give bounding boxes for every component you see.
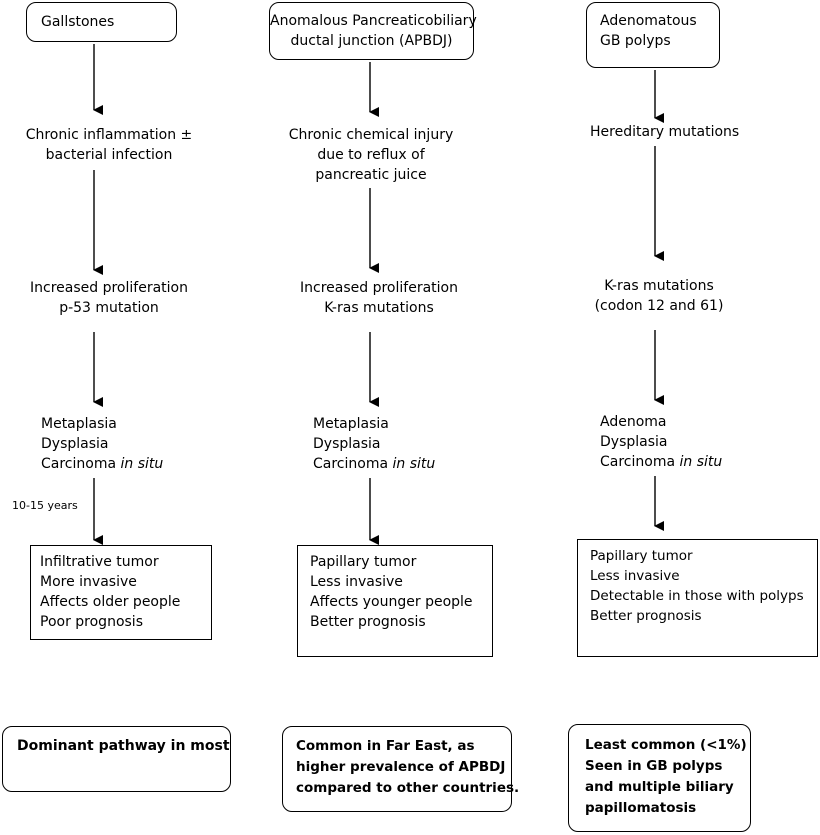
note-box-col1: Dominant pathway in most [2, 726, 231, 792]
source-box-adenomatous: Adenomatous GB polyps [586, 2, 720, 68]
step2-col2: Increased proliferation K-ras mutations [300, 280, 458, 316]
outcome-box-col3: Papillary tumor Less invasive Detectable… [577, 539, 818, 657]
source-box-apbdj: Anomalous Pancreaticobiliary ductal junc… [269, 2, 477, 60]
note-box-col2: Common in Far East, as higher prevalence… [282, 726, 519, 812]
step1-col3: Hereditary mutations [590, 124, 740, 140]
source-box-gallstones: Gallstones [26, 2, 177, 42]
step1-col1: Chronic inflammation ± bacterial infecti… [25, 127, 193, 163]
outcome-box-col2: Papillary tumor Less invasive Affects yo… [297, 545, 493, 657]
step2-col3: K-ras mutations (codon 12 and 61) [594, 278, 724, 314]
step3-col1: Metaplasia Dysplasia Carcinoma in situ [41, 416, 164, 472]
step1-col2: Chronic chemical injury due to reflux of… [288, 127, 454, 183]
note-box-col3: Least common (<1%) Seen in GB polyps and… [568, 724, 751, 832]
step2-col1: Increased proliferation p-53 mutation [30, 280, 188, 316]
outcome-box-col1: Infiltrative tumor More invasive Affects… [30, 545, 212, 640]
duration-label: 10-15 years [12, 499, 78, 512]
step3-col2: Metaplasia Dysplasia Carcinoma in situ [313, 416, 436, 472]
step3-col3: Adenoma Dysplasia Carcinoma in situ [600, 414, 723, 470]
source-label: Gallstones [41, 14, 115, 30]
